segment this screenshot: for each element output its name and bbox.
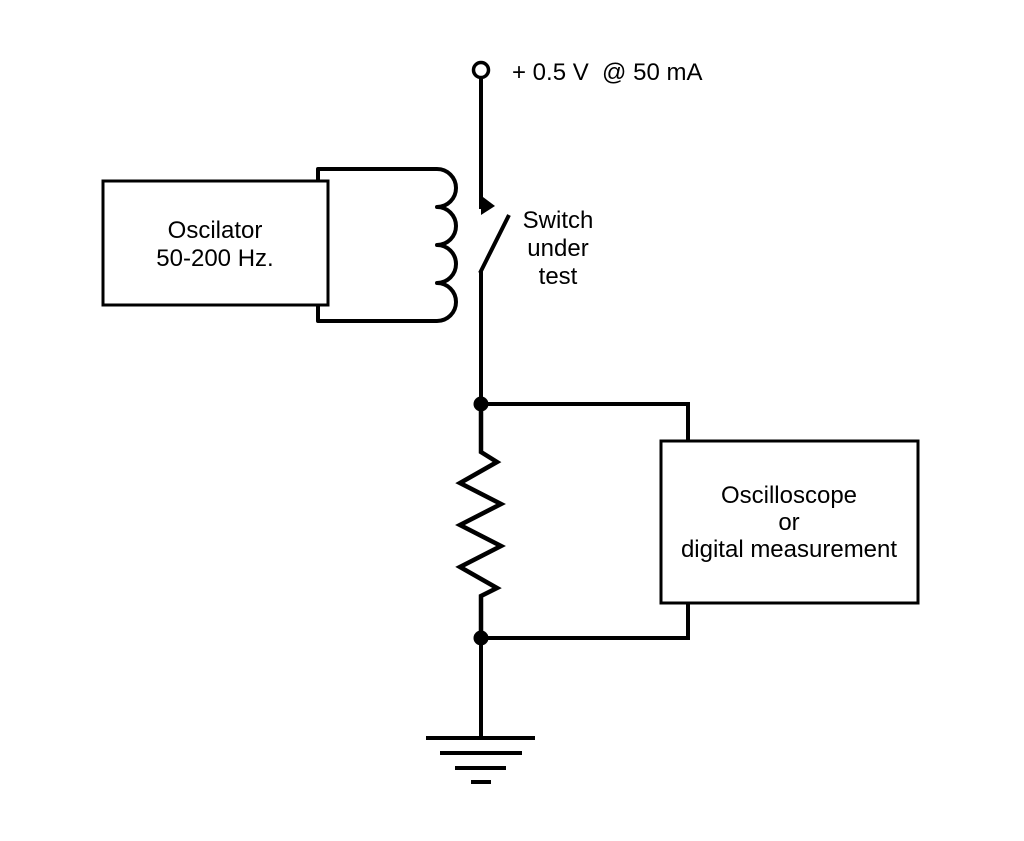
- oscillator-label-line-2: 50-200 Hz.: [156, 245, 273, 272]
- switch-blade: [478, 214, 511, 274]
- relay-coil-icon: [316, 167, 458, 323]
- junction-dot-top: [473, 396, 489, 412]
- switch-label-line-1: Switch: [523, 207, 594, 234]
- resistor-icon: [455, 404, 506, 638]
- wire-junction-to-scope-bottom: [481, 603, 690, 640]
- supply-terminal-icon: [471, 60, 491, 80]
- oscillator-label-line-1: Oscilator: [168, 217, 263, 244]
- ground-symbol-icon: [426, 736, 535, 784]
- oscilloscope-box: [659, 439, 920, 605]
- scope-label-line-3: digital measurement: [681, 536, 897, 563]
- switch-label-line-2: under: [527, 235, 588, 262]
- wire-junction-to-scope-top: [481, 402, 690, 441]
- supply-label: + 0.5 V @ 50 mA: [512, 59, 702, 86]
- scope-label-line-2: or: [778, 509, 799, 536]
- switch-label-line-3: test: [539, 263, 578, 290]
- scope-label-line-1: Oscilloscope: [721, 482, 857, 509]
- oscillator-box: [101, 179, 330, 307]
- switch-contact-arrow-icon: [481, 195, 495, 215]
